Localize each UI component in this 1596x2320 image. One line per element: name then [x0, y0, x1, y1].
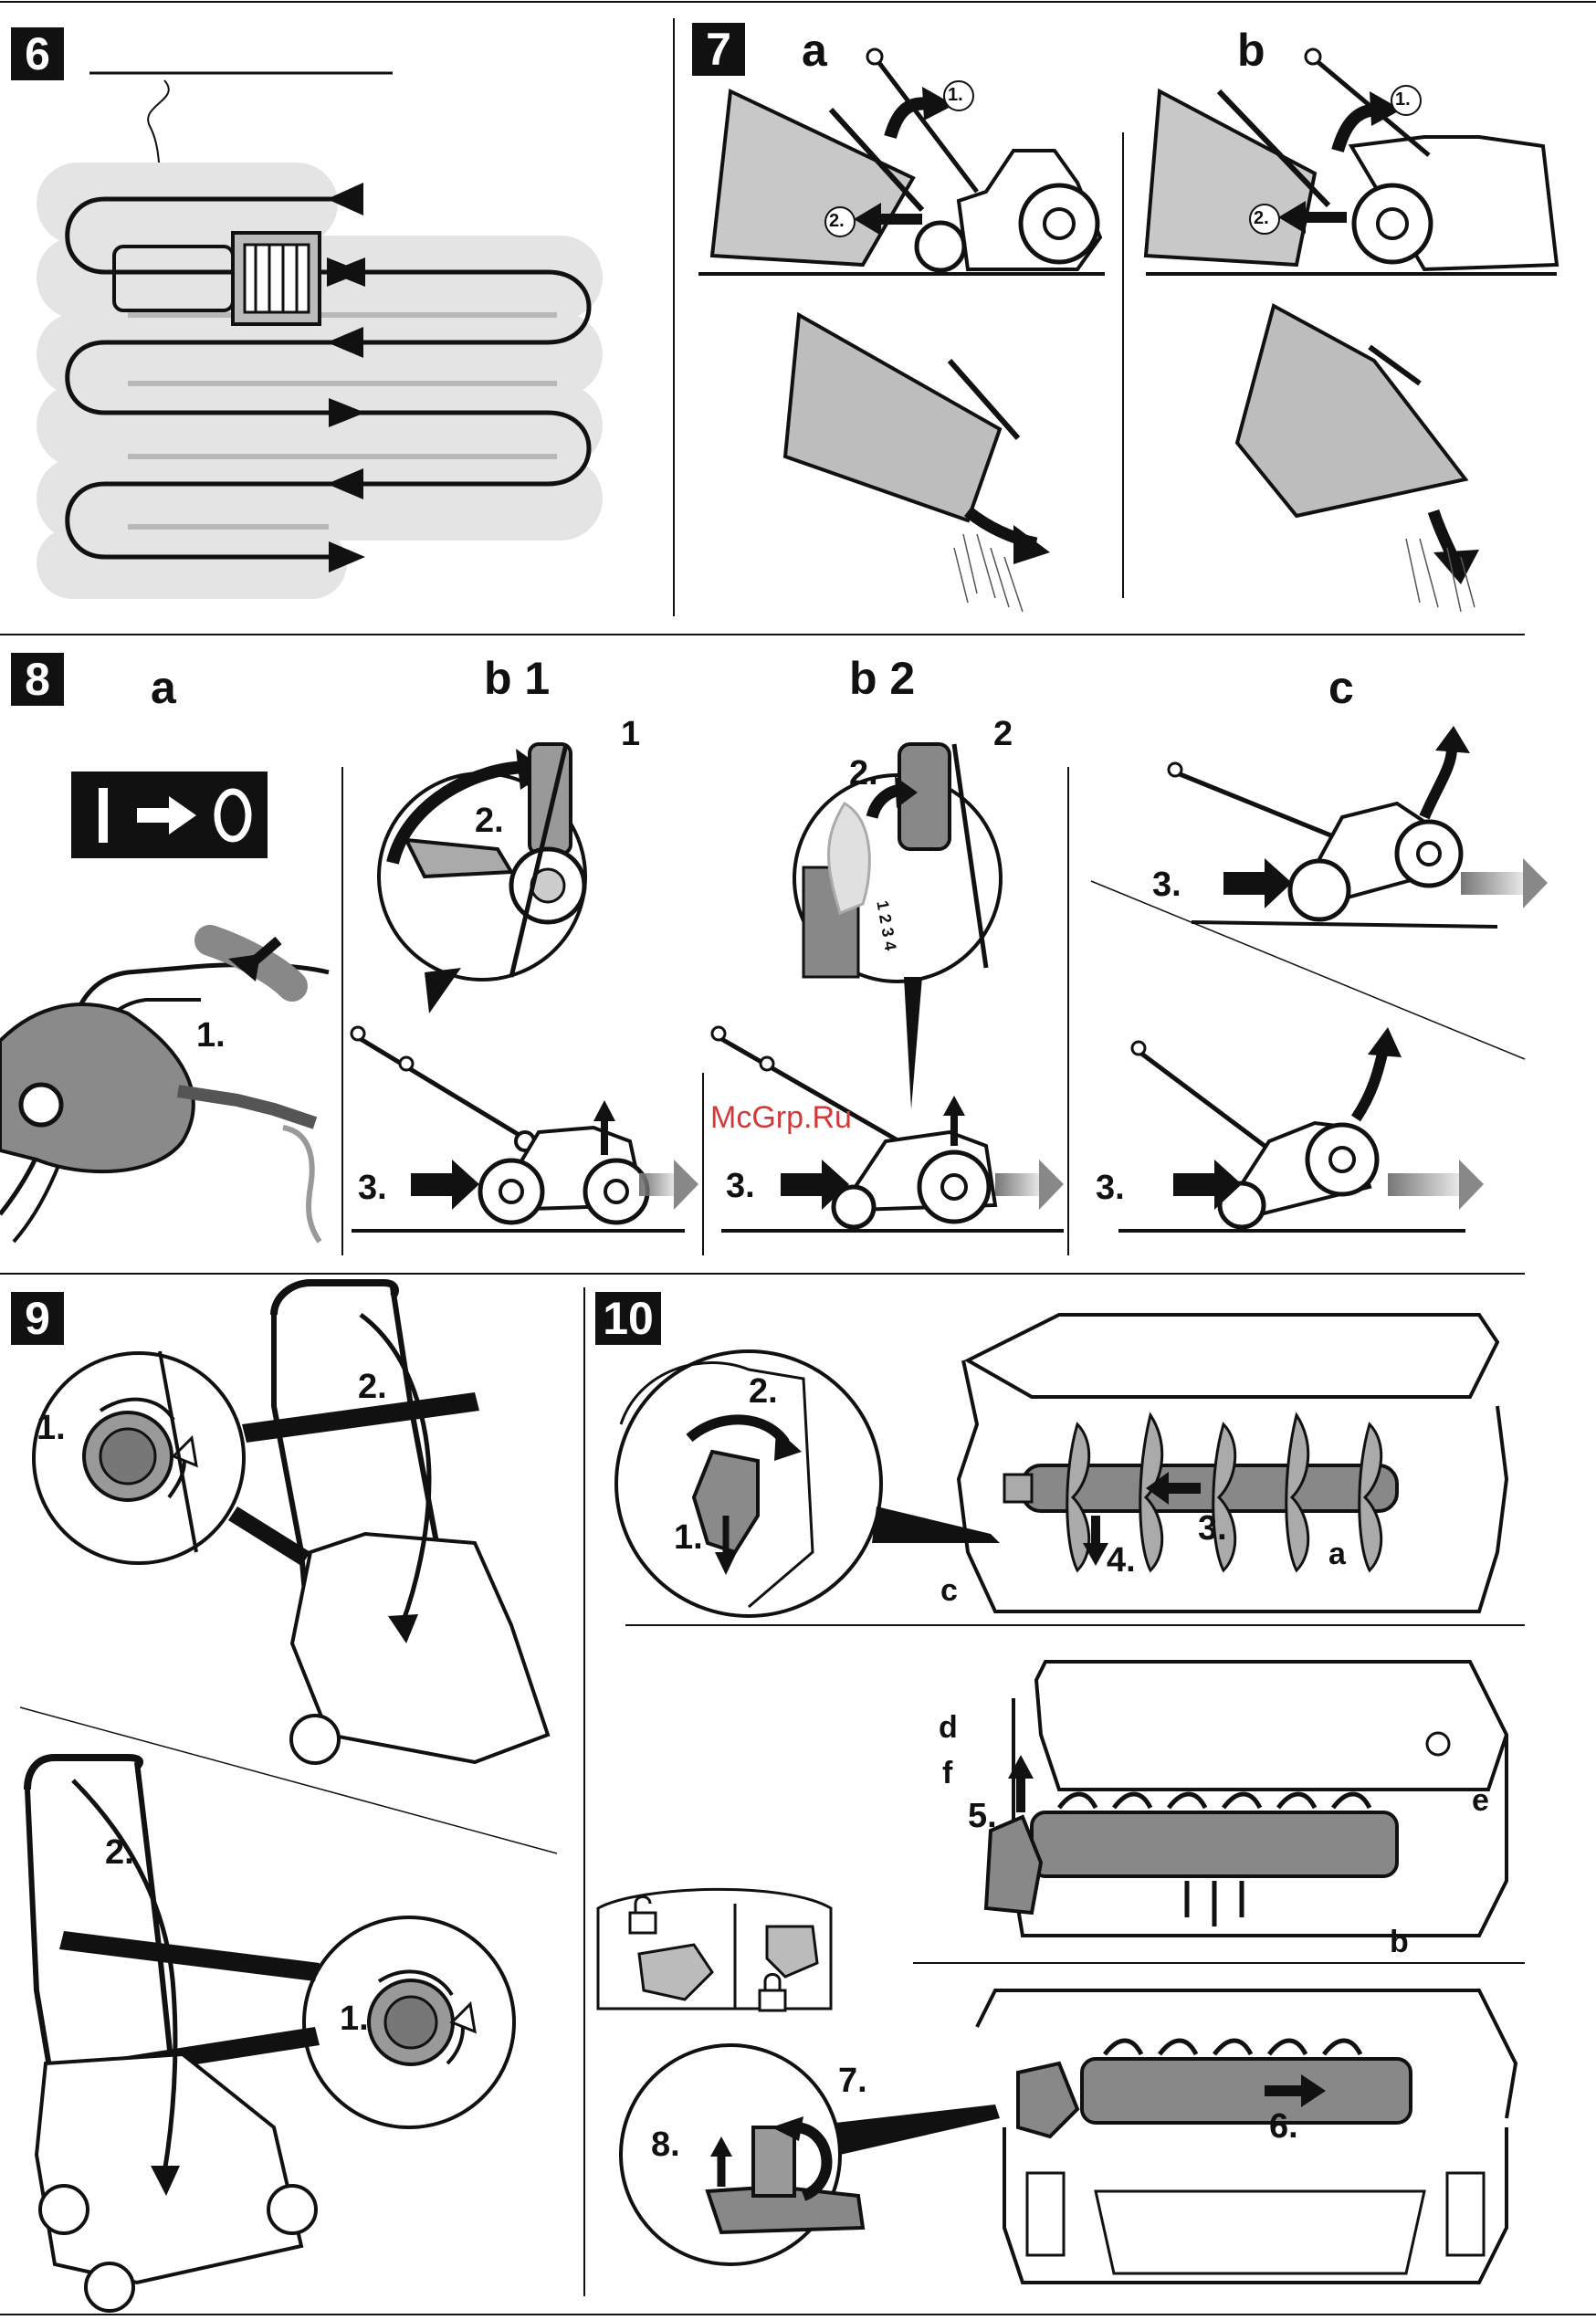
- fig8b2-callout-2: 2: [993, 717, 1013, 751]
- fig10-label-b: b: [1390, 1926, 1409, 1958]
- fig7-panel-b-label: b: [1237, 27, 1265, 73]
- fig10-label-e: e: [1472, 1785, 1489, 1816]
- fig10-label-d: d: [939, 1712, 958, 1743]
- fig8-panel-a-label: a: [151, 665, 176, 710]
- fig10-roller: [598, 1315, 1516, 2283]
- fig10-label-f: f: [942, 1758, 952, 1789]
- fig10-step5: 5.: [968, 1799, 997, 1833]
- fig7b-step1: 1.: [1395, 90, 1411, 109]
- watermark: McGrp.Ru: [710, 1100, 852, 1136]
- fig10-step8: 8.: [651, 2127, 680, 2162]
- fig8c-upper-step3: 3.: [1152, 867, 1181, 902]
- fig10-step2: 2.: [749, 1374, 778, 1409]
- fig10-step6: 6.: [1269, 2109, 1298, 2144]
- fig8b2-step3: 3.: [726, 1169, 755, 1203]
- fig10-label-c: c: [940, 1575, 958, 1606]
- fig9-upper-step1: 1.: [37, 1411, 66, 1445]
- fig7-panel-a-label: a: [802, 27, 827, 73]
- fig7b-step2: 2.: [1254, 209, 1269, 227]
- fig7a-step2: 2.: [829, 212, 845, 230]
- fig7a-step1: 1.: [948, 86, 963, 104]
- fig9-upper-step2: 2.: [358, 1370, 387, 1404]
- fig8b1-callout-1: 1: [621, 717, 640, 751]
- fig10-label-a: a: [1328, 1538, 1346, 1569]
- fig8-panel-c-label: c: [1328, 665, 1354, 710]
- fig10-step4: 4.: [1107, 1543, 1136, 1578]
- fig10-step3: 3.: [1198, 1511, 1227, 1546]
- figure-9-badge: 9: [11, 1292, 64, 1345]
- fig8-panel-b2-label: b 2: [849, 656, 915, 701]
- fig9-lower-step1: 1.: [340, 2001, 369, 2036]
- fig9-handle: [27, 1283, 548, 2311]
- fig10-step7: 7.: [838, 2063, 867, 2098]
- figure-6-badge: 6: [11, 27, 64, 80]
- fig8b2-step2: 2.: [849, 756, 878, 791]
- figure-7-badge: 7: [692, 23, 745, 76]
- fig8-panel-b1-label: b 1: [484, 656, 550, 701]
- fig8b1-step3: 3.: [358, 1170, 387, 1205]
- fig8-operation: [0, 726, 1548, 1242]
- fig9-lower-step2: 2.: [105, 1835, 134, 1870]
- fig6-mowing-pattern: [37, 73, 603, 599]
- fig10-step1: 1.: [674, 1520, 703, 1555]
- fig8a-step1: 1.: [196, 1018, 226, 1053]
- figure-8-badge: 8: [11, 653, 64, 706]
- fig8b1-step2: 2.: [475, 803, 504, 838]
- fig7-grassbag: [698, 49, 1557, 612]
- fig8c-lower-step3: 3.: [1096, 1170, 1125, 1205]
- figure-10-badge: 10: [595, 1292, 661, 1345]
